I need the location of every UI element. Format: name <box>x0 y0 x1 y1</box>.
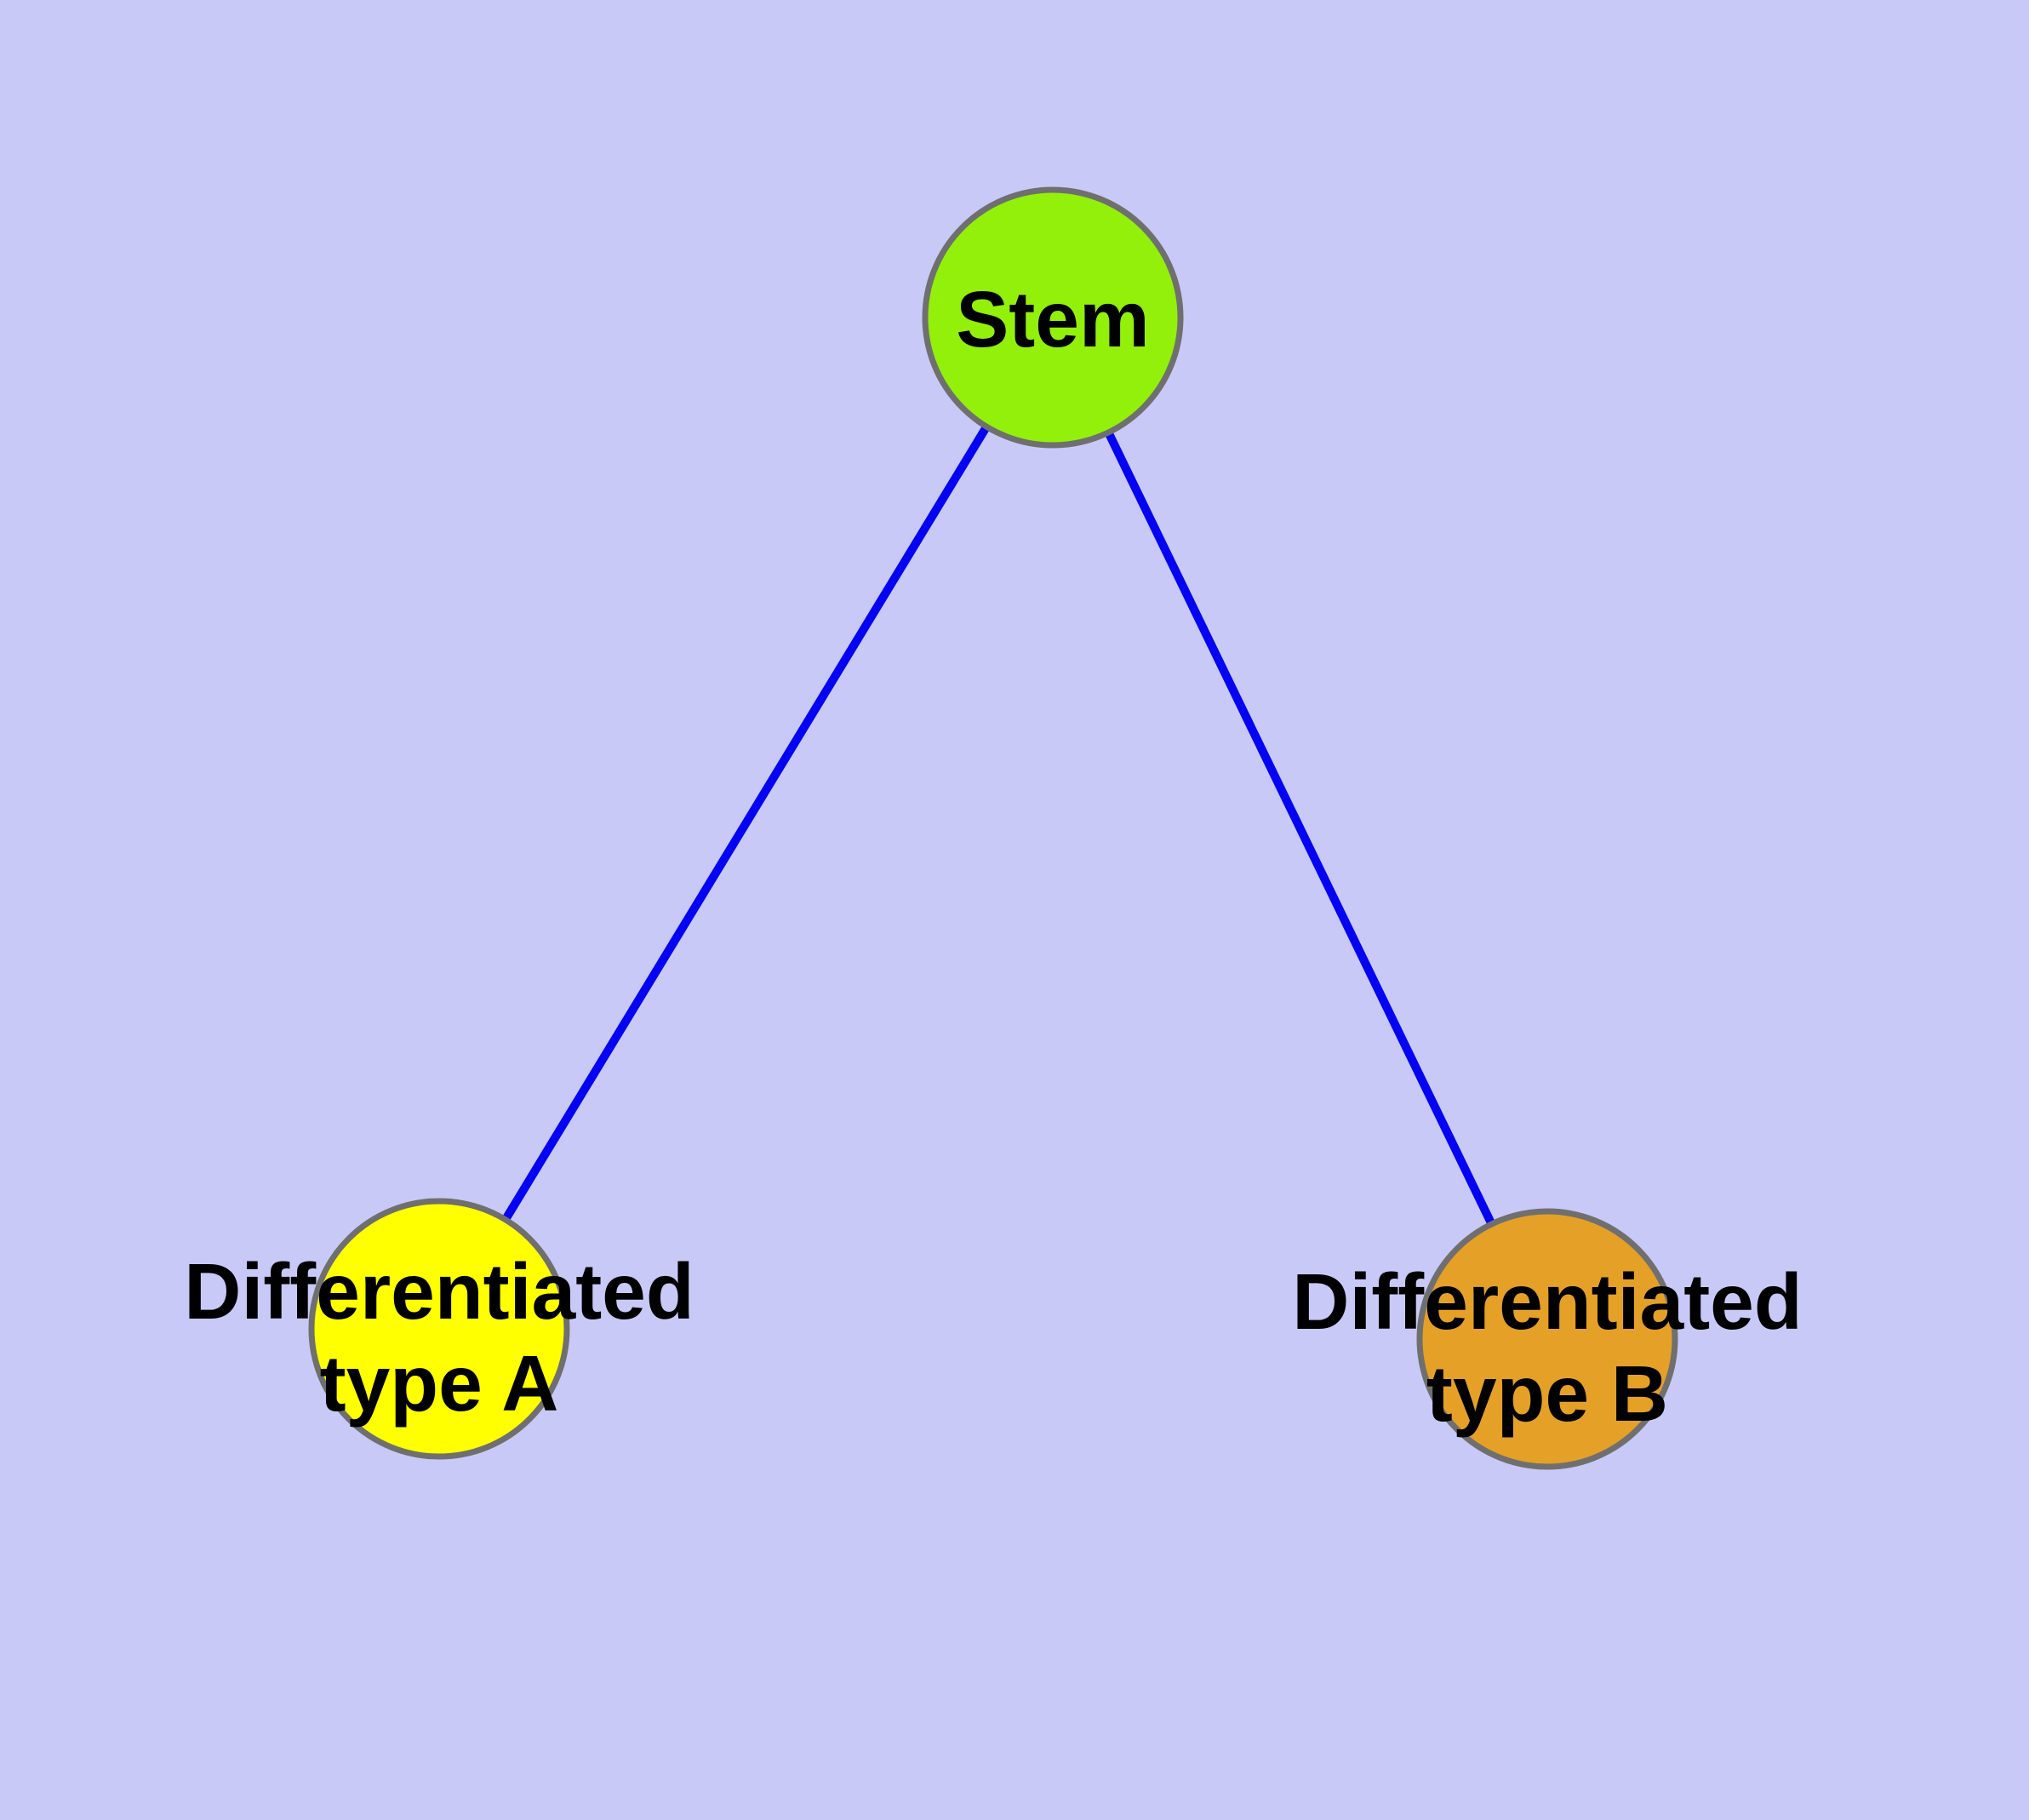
edge-stem-to-type-b <box>1049 313 1552 1343</box>
type-a-node <box>308 1198 570 1460</box>
type-b-node-label-line1: Differentiated <box>1292 1257 1802 1346</box>
stem-node <box>922 186 1184 449</box>
edge-stem-to-type-a <box>435 313 1057 1333</box>
type-a-node-label-line1: Differentiated <box>184 1247 694 1336</box>
stem-node-label: Stem <box>956 275 1149 363</box>
type-a-node-label-line2: type A <box>320 1339 559 1428</box>
type-b-node <box>1416 1208 1678 1470</box>
type-b-node-label-line2: type B <box>1426 1349 1668 1438</box>
